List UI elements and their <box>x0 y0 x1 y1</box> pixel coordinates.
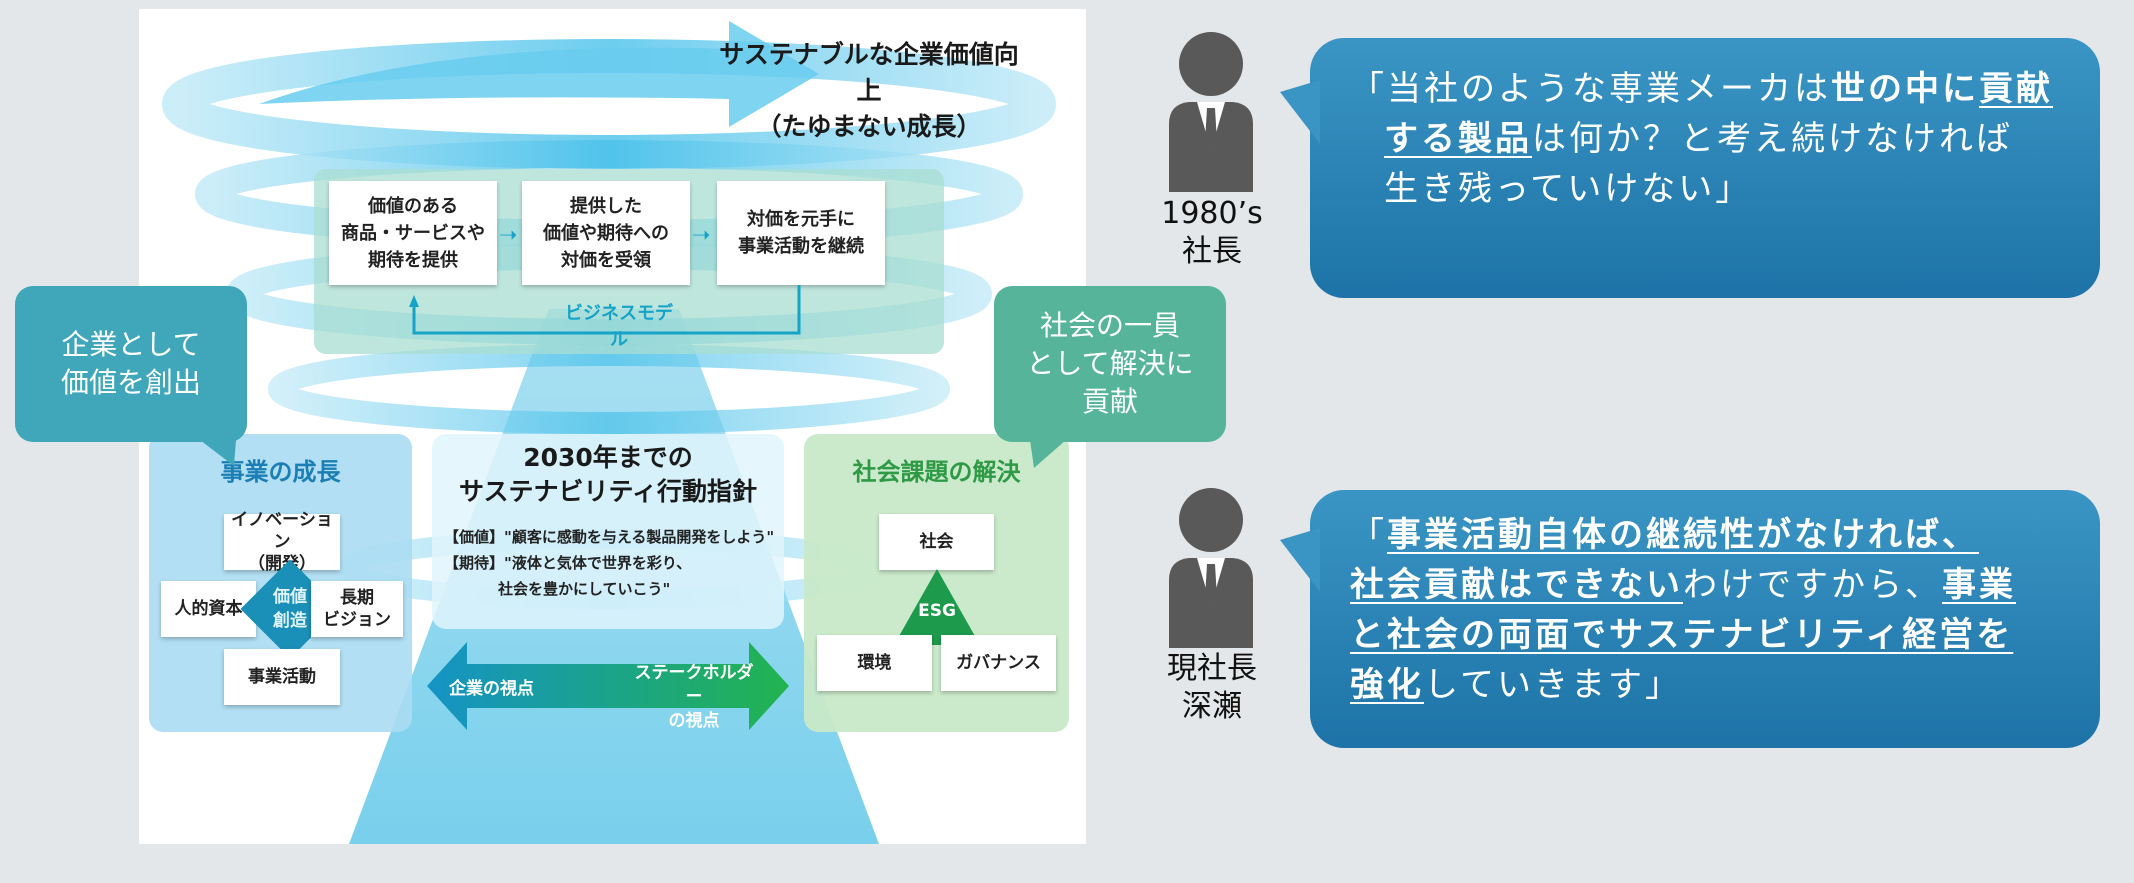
guideline-title: 2030年までのサステナビリティ行動指針 <box>458 443 757 506</box>
quote-line: 強化していきます」 <box>1350 665 1682 705</box>
perspective-double-arrow <box>427 642 789 730</box>
stakeholder-view-label: ステークホルダーの視点 <box>634 663 754 731</box>
society-box: 社会 <box>879 514 994 570</box>
person-icon <box>1169 488 1253 648</box>
bm-box-provide: 価値のある商品・サービスや期待を提供 <box>329 181 497 285</box>
long-term-vision-box: 長期ビジョン <box>311 581 403 637</box>
speech-tail <box>1280 80 1320 144</box>
contribute-callout: 社会の一員として解決に貢献 <box>994 286 1226 442</box>
arrow-right-icon: ➝ <box>692 223 711 248</box>
top-title: サステナブルな企業価値向上 （たゆまない成長） <box>709 37 1029 145</box>
business-activity-box: 事業活動 <box>224 649 340 705</box>
top-title-line2: （たゆまない成長） <box>756 112 982 141</box>
top-title-line1: サステナブルな企業価値向上 <box>719 40 1019 105</box>
esg-triangle <box>894 569 980 645</box>
innovation-box: イノベーション（開発） <box>224 510 340 574</box>
quote-line: 社会貢献はできないわけですから、事業 <box>1350 565 2016 605</box>
quote-line: 「事業活動自体の継続性がなければ、 <box>1350 515 1979 555</box>
arrow-right-icon: ➝ <box>499 223 518 248</box>
quote-line: 「当社のような専業メーカは世の中に貢献 <box>1350 69 2053 109</box>
quote-bubble-1980s: 「当社のような専業メーカは世の中に貢献する製品は何か？と考え続けなければ生き残っ… <box>1310 38 2100 298</box>
quote-line: する製品は何か？と考え続けなければ <box>1384 119 2013 159</box>
callout-tail <box>1030 440 1066 468</box>
speech-tail <box>1280 528 1320 592</box>
company-view-label: 企業の視点 <box>449 679 534 699</box>
quote-line: と社会の両面でサステナビリティ経営を <box>1350 615 2014 655</box>
callout-tail <box>200 440 236 466</box>
environment-box: 環境 <box>817 635 932 691</box>
human-capital-box: 人的資本 <box>161 581 256 637</box>
guideline-text: 【価値】"顧客に感動を与える製品開発をしよう" 【期待】"液体と気体で世界を彩り… <box>444 528 775 598</box>
quote-text-current: 「事業活動自体の継続性がなければ、社会貢献はできないわけですから、事業と社会の両… <box>1350 510 2078 710</box>
quote-text-1980s: 「当社のような専業メーカは世の中に貢献する製品は何か？と考え続けなければ生き残っ… <box>1350 64 2078 214</box>
sustainability-diagram: サステナブルな企業価値向上 （たゆまない成長） 価値のある商品・サービスや期待を… <box>139 9 1086 844</box>
guideline-panel <box>432 434 784 629</box>
value-creation-label: 価値創造 <box>273 587 307 631</box>
governance-box: ガバナンス <box>941 635 1056 691</box>
bm-box-continue: 対価を元手に事業活動を継続 <box>717 181 885 285</box>
esg-label: ESG <box>918 601 956 621</box>
person-icon <box>1169 32 1253 192</box>
loop-arrow <box>409 285 801 335</box>
quote-bubble-current: 「事業活動自体の継続性がなければ、社会貢献はできないわけですから、事業と社会の両… <box>1310 490 2100 748</box>
social-issues-title: 社会課題の解決 <box>852 458 1021 486</box>
create-value-callout: 企業として価値を創出 <box>15 286 247 442</box>
business-growth-title: 事業の成長 <box>220 458 341 486</box>
quote-line: 生き残っていけない」 <box>1384 169 1753 209</box>
person-label-current: 現社長深瀬 <box>1167 651 1257 724</box>
business-model-label: ビジネスモデル <box>565 303 673 350</box>
bm-box-receive: 提供した価値や期待への対価を受領 <box>522 181 690 285</box>
